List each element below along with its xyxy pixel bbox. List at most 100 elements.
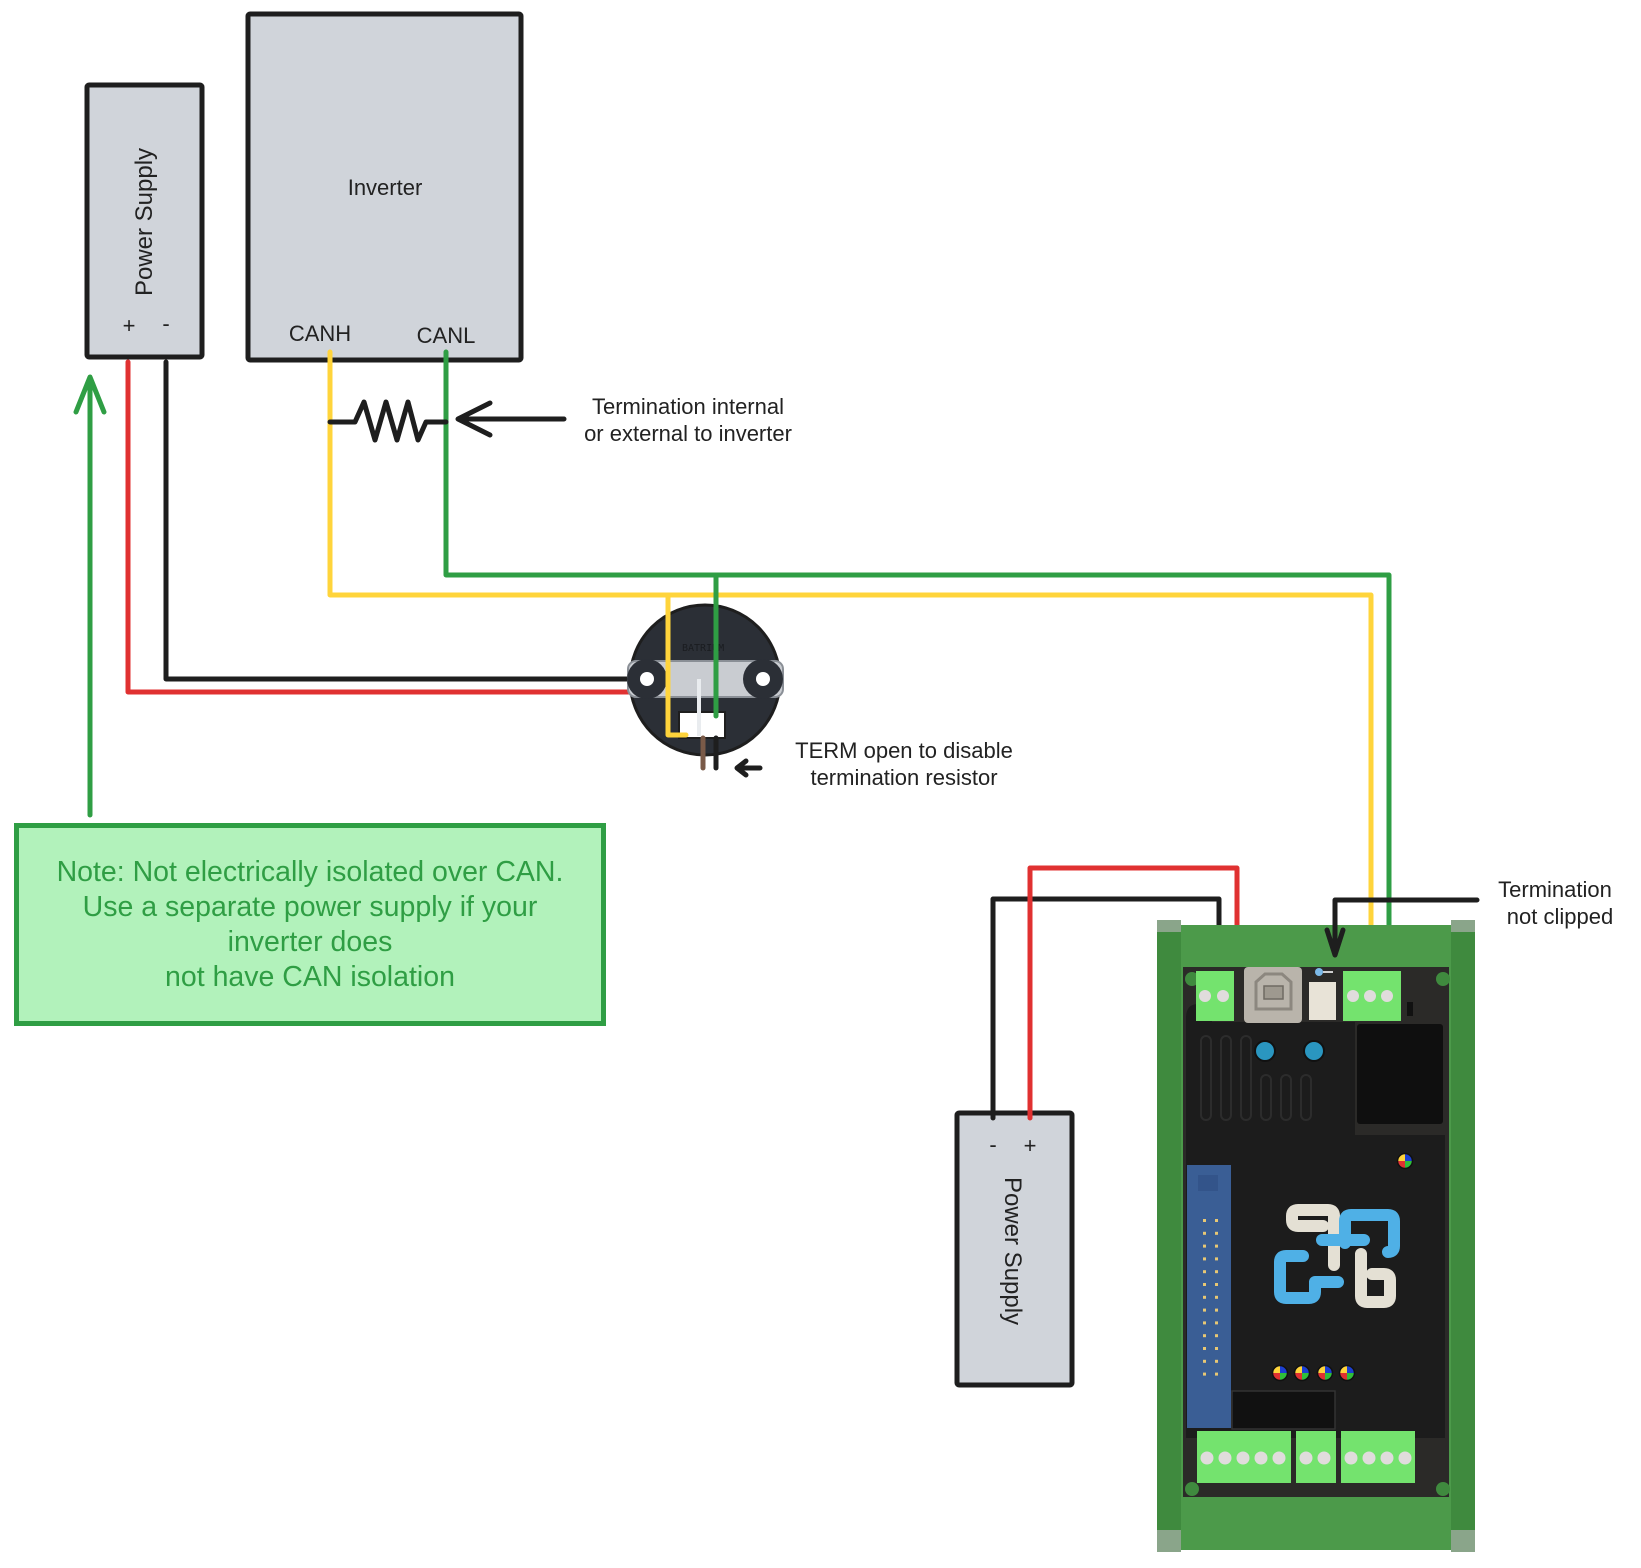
termination-board-line2: not clipped — [1507, 904, 1613, 929]
header-pin — [1203, 1219, 1206, 1222]
rgb-led-icon — [1316, 1364, 1334, 1382]
can-terminal-screw-3 — [1381, 990, 1393, 1002]
term-annotation-line2: termination resistor — [810, 765, 997, 790]
power-supply-left-plus: + — [123, 313, 136, 338]
header-pin — [1215, 1219, 1218, 1222]
io-terminal-screw — [1254, 1451, 1268, 1465]
button-2 — [1303, 1040, 1325, 1062]
header-pin — [1215, 1308, 1218, 1312]
inverter-canl-label: CANL — [417, 323, 476, 348]
header-pin — [1215, 1347, 1218, 1350]
header-pin — [1215, 1283, 1218, 1286]
inverter-title: Inverter — [348, 175, 423, 200]
enclosure-left-rail — [1157, 925, 1181, 1550]
ribbon-header-pins — [1203, 1219, 1218, 1376]
logo-link-blue-1 — [1339, 1209, 1400, 1258]
header-pin — [1203, 1321, 1206, 1325]
batrium-device: BATRIUM — [627, 603, 784, 757]
inverter: Inverter CANH CANL — [245, 11, 524, 363]
io-terminal-screw — [1236, 1451, 1250, 1465]
mount-hole-br — [1436, 1482, 1450, 1496]
io-terminal-screw — [1272, 1451, 1286, 1465]
usb-b-socket — [1263, 985, 1284, 1000]
batrium-mount-hole-right-inner — [756, 672, 770, 686]
vent-slots — [1200, 1035, 1312, 1121]
power-supply-right: Power Supply - + — [954, 1110, 1075, 1388]
power-supply-right-plus: + — [1024, 1133, 1037, 1158]
header-pin — [1215, 1257, 1218, 1261]
header-pin — [1215, 1231, 1218, 1235]
power-terminal-screw-1 — [1199, 990, 1211, 1002]
batrium-brand: BATRIUM — [682, 643, 724, 654]
header-pin — [1203, 1308, 1206, 1312]
enclosure-foot-left — [1157, 1530, 1181, 1552]
power-supply-right-box — [954, 1110, 1075, 1388]
termination-jumper-led — [1315, 968, 1323, 976]
power-supply-left-box — [84, 82, 205, 360]
io-terminal-screws — [1200, 1451, 1412, 1465]
rgb-led-icon — [1293, 1364, 1311, 1382]
header-pin — [1203, 1231, 1206, 1235]
header-pin — [1203, 1244, 1206, 1248]
rgb-led-icon — [1396, 1152, 1414, 1170]
io-terminal-screw — [1317, 1451, 1331, 1465]
power-supply-left-minus: - — [162, 311, 169, 336]
header-pin — [1203, 1257, 1206, 1261]
enclosure-foot-right — [1451, 1530, 1475, 1552]
note-pointer-arrow — [73, 374, 107, 818]
header-pin — [1203, 1270, 1206, 1274]
canl-wire-main — [443, 349, 1392, 986]
inverter-box — [245, 11, 524, 363]
rgb-led-icon — [1338, 1364, 1356, 1382]
brand-logo-icon — [1274, 1204, 1400, 1308]
enclosure-tab-right — [1451, 920, 1475, 932]
mount-hole-bl — [1185, 1482, 1199, 1496]
negative-wire-left — [163, 359, 709, 682]
termination-board-line1: Termination — [1498, 877, 1612, 902]
bottom-module — [1231, 1390, 1336, 1430]
header-pin — [1203, 1295, 1206, 1299]
ribbon-header-key — [1198, 1175, 1218, 1191]
header-pin — [1203, 1334, 1206, 1338]
board-small-switch — [1407, 1002, 1413, 1016]
term-annotation-line1: TERM open to disable — [795, 738, 1013, 763]
header-pin — [1215, 1244, 1218, 1248]
inverter-canh-label: CANH — [289, 321, 351, 346]
term-arrow-icon — [734, 758, 763, 778]
header-pin — [1203, 1283, 1206, 1286]
status-leds — [1271, 1152, 1414, 1382]
rgb-led-icon — [1271, 1364, 1289, 1382]
mount-hole-tr — [1436, 972, 1450, 986]
can-terminal-screw-1 — [1347, 990, 1359, 1002]
io-terminal-screw — [1218, 1451, 1232, 1465]
header-pin — [1203, 1347, 1206, 1350]
logo-link-beige-1 — [1286, 1204, 1340, 1271]
canh-wire-main — [327, 349, 1374, 986]
enclosure-tab-left — [1157, 920, 1181, 932]
header-pin — [1215, 1372, 1218, 1376]
header-pin — [1215, 1359, 1218, 1363]
up-arrow-icon — [73, 374, 107, 415]
termination-jumper-block — [1309, 982, 1336, 1020]
header-pin — [1215, 1270, 1218, 1274]
resistor-icon — [327, 399, 449, 443]
usb-b-icon — [1254, 972, 1293, 1011]
io-terminal-screw — [1398, 1451, 1412, 1465]
down-arrow-icon — [1324, 927, 1346, 958]
mount-hole-tl — [1185, 972, 1199, 986]
termination-pointer-line — [1332, 897, 1480, 955]
power-supply-right-minus: - — [989, 1132, 996, 1157]
logo-link-blue-2 — [1274, 1250, 1344, 1304]
io-terminal-screw — [1344, 1451, 1358, 1465]
power-supply-left: Power Supply + - — [84, 82, 205, 360]
canh-wire-batrium — [665, 592, 689, 738]
header-pin — [1215, 1321, 1218, 1325]
enclosure-right-rail — [1451, 925, 1475, 1550]
controller-board — [1157, 920, 1475, 1552]
relay-module — [1357, 1024, 1443, 1124]
io-terminal-screw — [1299, 1451, 1313, 1465]
logo-link-beige-2 — [1355, 1248, 1396, 1308]
header-pin — [1215, 1334, 1218, 1338]
termination-resistor: Termination internal or external to inve… — [327, 394, 792, 446]
